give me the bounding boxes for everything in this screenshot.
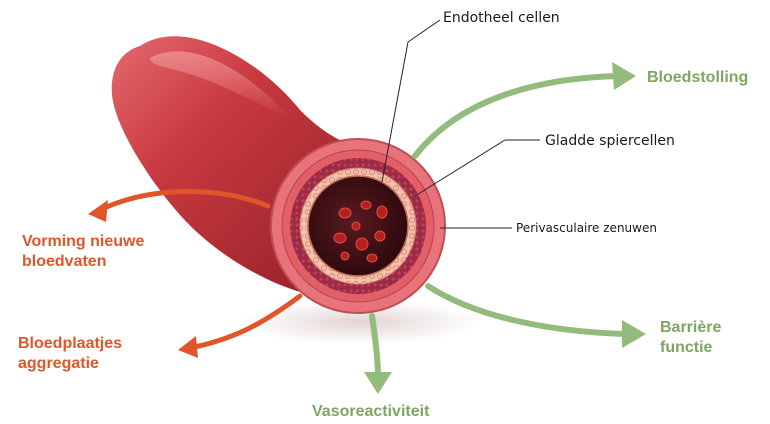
label-vasoreactivity: Vasoreactiviteit: [312, 402, 429, 422]
arrow-head-vasoreactivity: [364, 372, 392, 394]
arrow-head-barrier: [622, 320, 646, 348]
label-endothelial-cells: Endotheel cellen: [443, 10, 560, 26]
label-vessel-formation: Vorming nieuwe bloedvaten: [22, 232, 144, 272]
label-platelet-aggregation: Bloedplaatjes aggregatie: [18, 334, 122, 374]
arrow-head-vessel-formation: [88, 200, 108, 222]
label-coagulation: Bloedstolling: [647, 68, 748, 88]
label-perivascular-nerves: Perivasculaire zenuwen: [516, 221, 657, 235]
label-barrier-function: Barrière functie: [660, 318, 721, 358]
label-smooth-muscle-cells: Gladde spiercellen: [545, 133, 675, 149]
arrow-head-coagulation: [612, 62, 636, 90]
arrow-head-platelet: [178, 336, 198, 358]
